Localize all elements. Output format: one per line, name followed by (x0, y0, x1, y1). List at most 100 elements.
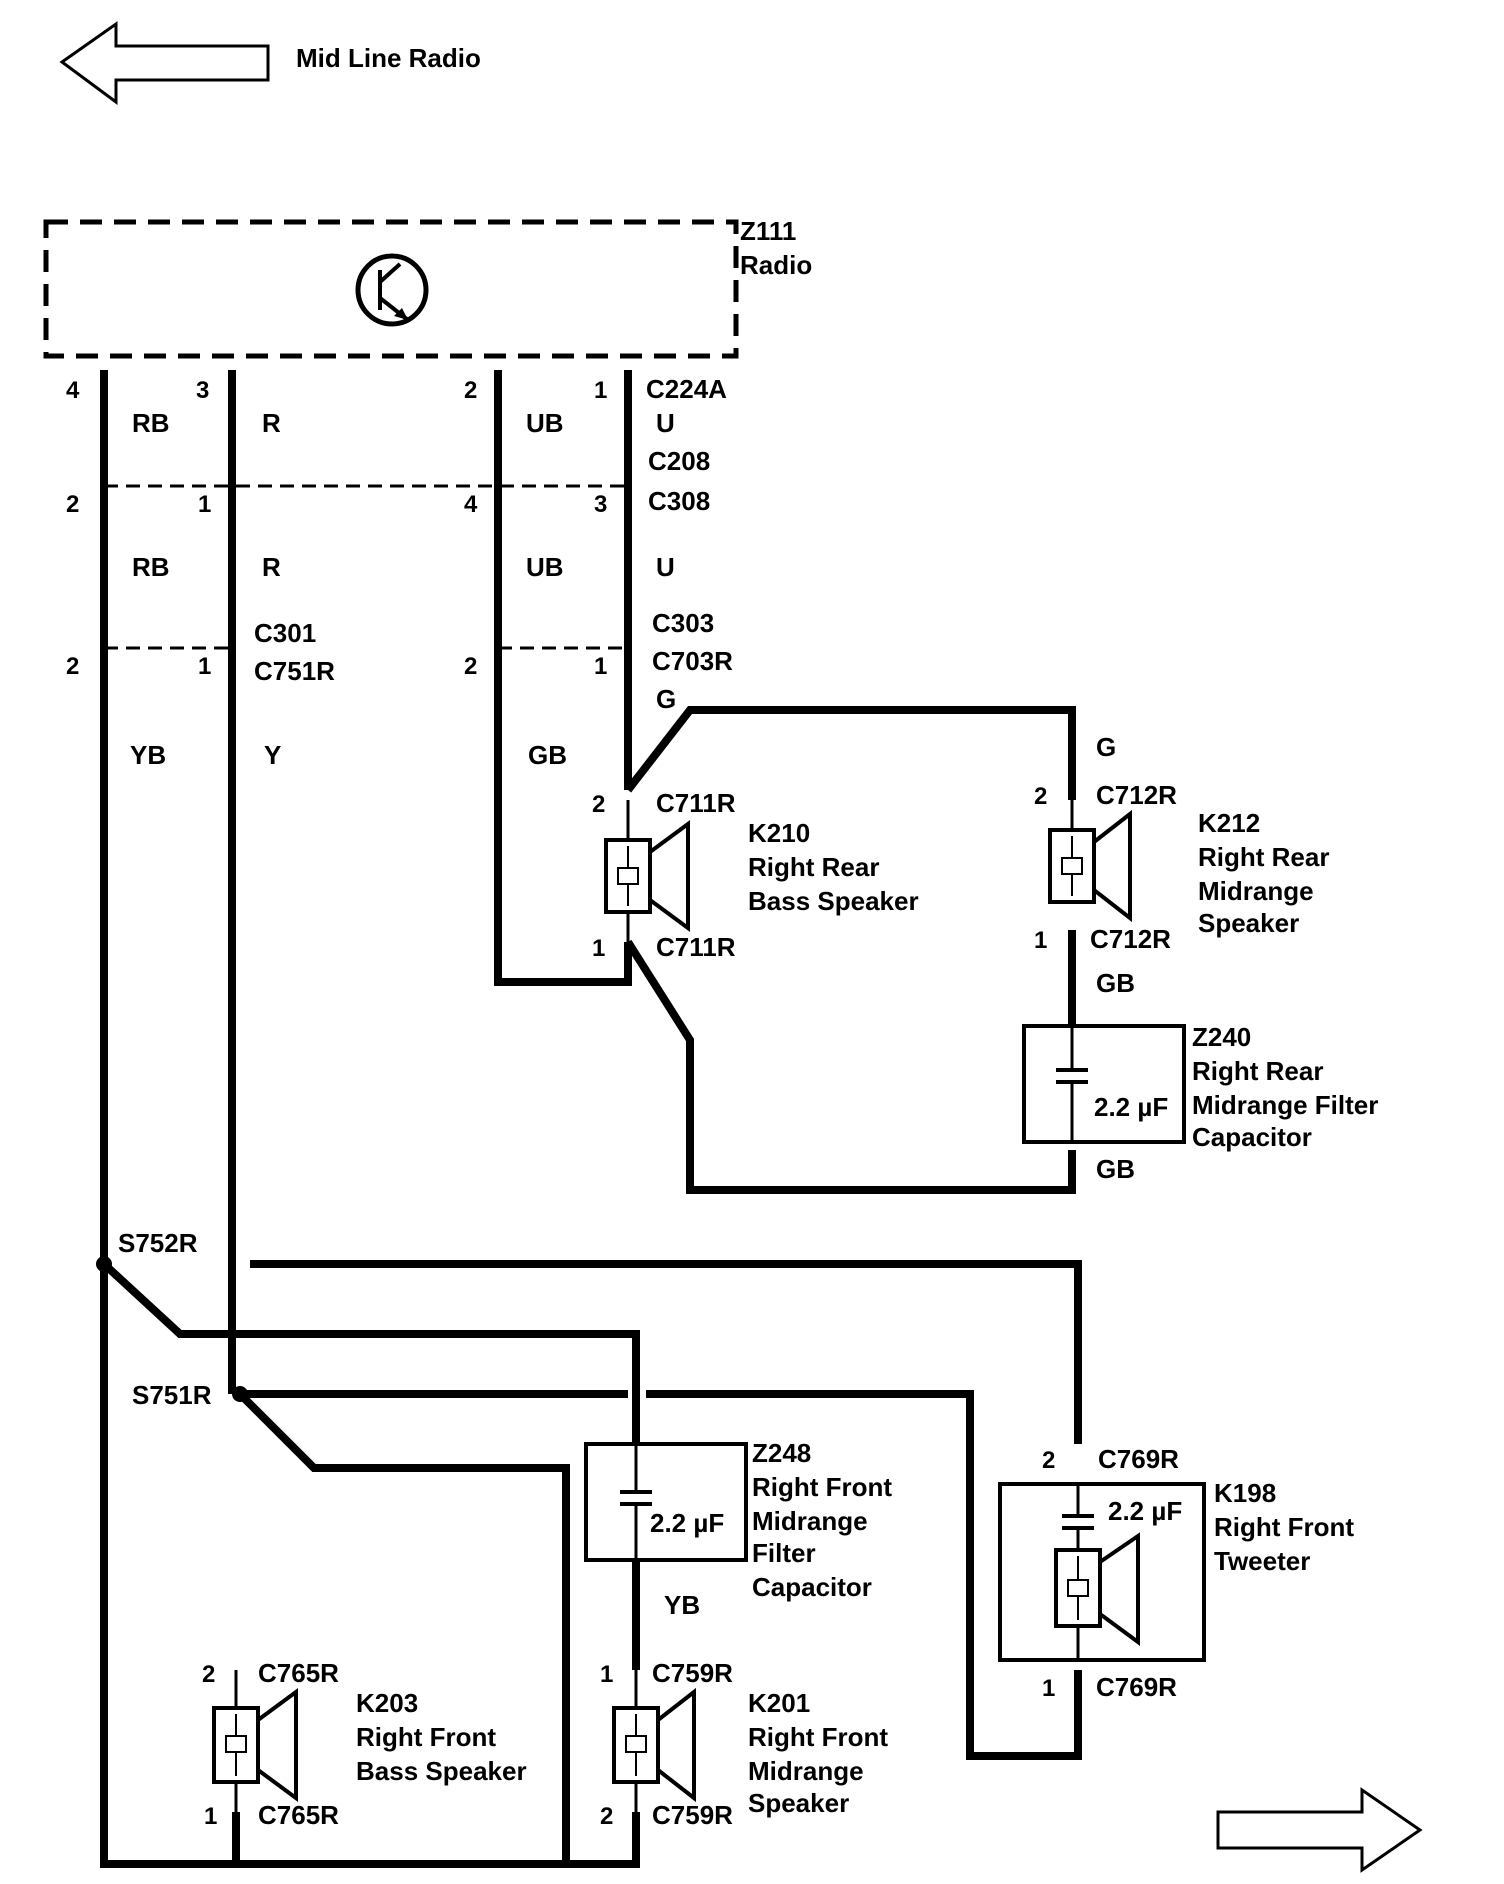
wire-color-label: U (656, 408, 675, 438)
connector-c759r: C759R (652, 1658, 733, 1688)
k210-name: Bass Speaker (748, 886, 919, 916)
radio-box (43, 219, 739, 359)
wire-k201-return (566, 1812, 640, 1868)
wire-gb-return (624, 939, 1076, 1194)
pin-label: 2 (202, 1661, 215, 1688)
nav-arrow-left-icon[interactable] (59, 21, 270, 105)
k201-name: Speaker (748, 1788, 849, 1818)
k198-name: Tweeter (1214, 1546, 1310, 1576)
wire-color-label: G (656, 684, 676, 714)
connector-c711r: C711R (656, 932, 736, 962)
pin-label: 2 (66, 491, 79, 518)
wire-color-label: R (262, 552, 281, 582)
k201-speaker-icon (612, 1670, 696, 1812)
wire-color-label: GB (528, 740, 567, 770)
pin-label: 1 (204, 1803, 217, 1830)
pin-label: 1 (1034, 927, 1047, 954)
splice-s752r-dot (96, 1256, 112, 1272)
z248-id: Z248 (752, 1438, 811, 1468)
wire-color-label: UB (526, 552, 564, 582)
wire-color-label: RB (132, 408, 170, 438)
z240-value: 2.2 µF (1094, 1092, 1168, 1122)
k198-name: Right Front (1214, 1512, 1354, 1542)
k203-speaker-icon (212, 1670, 298, 1812)
wire-color-label: YB (130, 740, 166, 770)
pin-label: 1 (594, 377, 607, 404)
pin-label: 1 (594, 653, 607, 680)
radio-id: Z111 (740, 216, 796, 246)
wire-ub-gb (494, 370, 632, 986)
pin-label: 4 (464, 491, 478, 518)
pin-label: 1 (592, 935, 605, 962)
z240-name: Right Rear (1192, 1056, 1323, 1086)
k203-name: Bass Speaker (356, 1756, 527, 1786)
connector-c224a: C224A (646, 374, 727, 404)
pin-label: 4 (66, 377, 80, 404)
connector-c308: C308 (648, 486, 710, 516)
k198-tweeter-icon (998, 1482, 1206, 1662)
connector-c765r: C765R (258, 1800, 339, 1830)
splice-s752r: S752R (118, 1228, 198, 1258)
connector-c303: C303 (652, 608, 714, 638)
connector-c759r: C759R (652, 1800, 733, 1830)
wire-color-label: UB (526, 408, 564, 438)
z248-name: Capacitor (752, 1572, 872, 1602)
pin-label: 1 (198, 491, 211, 518)
nav-left-label[interactable]: Mid Line Radio (296, 43, 481, 73)
k212-id: K212 (1198, 808, 1260, 838)
pin-label: 1 (198, 653, 211, 680)
transistor-icon (355, 253, 429, 327)
nav-arrow-right-icon[interactable] (1216, 1787, 1423, 1873)
z240-name: Midrange Filter (1192, 1090, 1378, 1120)
pin-label: 1 (600, 1661, 613, 1688)
k210-speaker-icon (604, 800, 690, 942)
pin-label: 2 (1042, 1447, 1055, 1474)
z240-capacitor-icon (1022, 1024, 1186, 1144)
wire-color-label: R (262, 408, 281, 438)
connector-c301: C301 (254, 618, 316, 648)
pin-label: 1 (1042, 1675, 1055, 1702)
wire-color-label: G (1096, 732, 1116, 762)
radio-name: Radio (740, 250, 812, 280)
k212-name: Right Rear (1198, 842, 1329, 872)
wire-color-label: RB (132, 552, 170, 582)
connector-c711r: C711R (656, 788, 736, 818)
wire-color-label: GB (1096, 1154, 1135, 1184)
pin-label: 2 (592, 791, 605, 818)
splice-s751r: S751R (132, 1380, 212, 1410)
wire-s752r-k198 (250, 1260, 1082, 1444)
pin-label: 3 (594, 491, 607, 518)
wire-s751r-k198-return (646, 1390, 1082, 1760)
z240-id: Z240 (1192, 1022, 1251, 1052)
connector-c208: C208 (648, 446, 710, 476)
z248-capacitor-icon (584, 1442, 748, 1562)
k203-name: Right Front (356, 1722, 496, 1752)
connector-c712r: C712R (1096, 780, 1177, 810)
k210-id: K210 (748, 818, 810, 848)
connector-c751r: C751R (254, 656, 335, 686)
connector-c769r: C769R (1096, 1672, 1177, 1702)
k203-id: K203 (356, 1688, 418, 1718)
k201-name: Right Front (748, 1722, 888, 1752)
k198-value: 2.2 µF (1108, 1496, 1182, 1526)
wire-color-label: U (656, 552, 675, 582)
z248-name: Right Front (752, 1472, 892, 1502)
k212-speaker-icon (1048, 800, 1132, 923)
wire-s752r-z248 (101, 1261, 640, 1444)
k212-name: Midrange (1198, 876, 1314, 906)
wire-color-label: Y (264, 740, 281, 770)
wire-g (624, 706, 1076, 800)
k201-id: K201 (748, 1688, 810, 1718)
connector-c712r: C712R (1090, 924, 1171, 954)
z248-value: 2.2 µF (650, 1508, 724, 1538)
k198-id: K198 (1214, 1478, 1276, 1508)
splice-s751r-dot (232, 1386, 248, 1402)
connector-c769r: C769R (1098, 1444, 1179, 1474)
connector-c703r: C703R (652, 646, 733, 676)
pin-label: 2 (1034, 783, 1047, 810)
pin-label: 2 (600, 1803, 613, 1830)
k201-name: Midrange (748, 1756, 864, 1786)
wire-color-label: YB (664, 1590, 700, 1620)
pin-label: 2 (464, 653, 477, 680)
z248-name: Filter (752, 1538, 816, 1568)
